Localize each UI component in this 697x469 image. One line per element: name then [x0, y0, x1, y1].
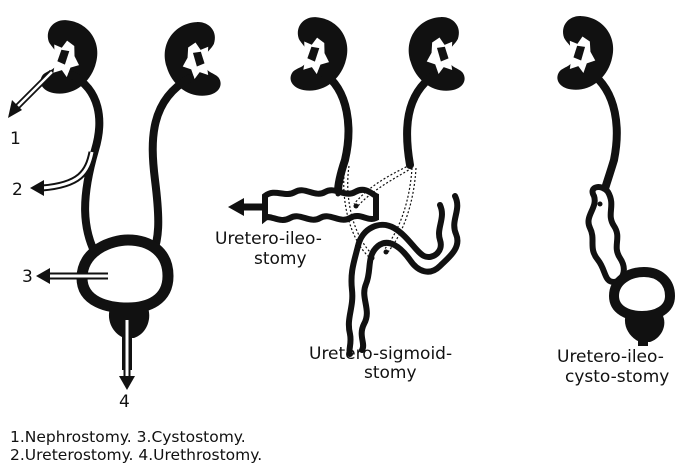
legend-line2: 2.Ureterostomy. 4.Urethrostomy.: [10, 446, 262, 464]
arrow-ileostomy: [228, 198, 244, 216]
label-ileostomy-line1: Uretero-ileo-: [215, 229, 322, 249]
middle-panel: Uretero-ileo- stomy Uretero-sigmoid- sto…: [215, 14, 467, 383]
marker-2: 2: [12, 180, 23, 200]
marker-3: 3: [22, 267, 33, 287]
label-cystostomy-line1: Uretero-ileo-: [557, 347, 664, 367]
arrow-4: [119, 376, 135, 390]
right-panel-kidney: [555, 14, 617, 95]
mid-right-ureter: [407, 75, 434, 165]
legend-line1: 1.Nephrostomy. 3.Cystostomy.: [10, 428, 246, 446]
right-panel: Uretero-ileo- cysto-stomy: [555, 14, 670, 387]
label-sigmoidostomy-line1: Uretero-sigmoid-: [309, 344, 452, 364]
right-ureter: [150, 78, 190, 262]
legend: 1.Nephrostomy. 3.Cystostomy. 2.Ureterost…: [10, 428, 262, 464]
right-panel-ureter: [590, 72, 617, 200]
marker-4: 4: [119, 392, 130, 412]
arrow-3: [36, 268, 50, 284]
label-cystostomy-line2: cysto-stomy: [565, 367, 669, 387]
ileal-segment: [588, 187, 623, 282]
left-kidney: [38, 17, 103, 99]
right-panel-bladder: [614, 272, 670, 316]
left-panel: 1 2 3 4: [8, 17, 223, 412]
label-sigmoidostomy-line2: stomy: [364, 363, 417, 383]
right-panel-urethra: [638, 334, 648, 346]
mid-right-kidney: [404, 15, 466, 96]
arrow-2: [30, 180, 44, 196]
marker-1: 1: [10, 129, 21, 149]
mid-left-kidney: [288, 14, 353, 96]
label-ileostomy-line2: stomy: [254, 249, 307, 269]
